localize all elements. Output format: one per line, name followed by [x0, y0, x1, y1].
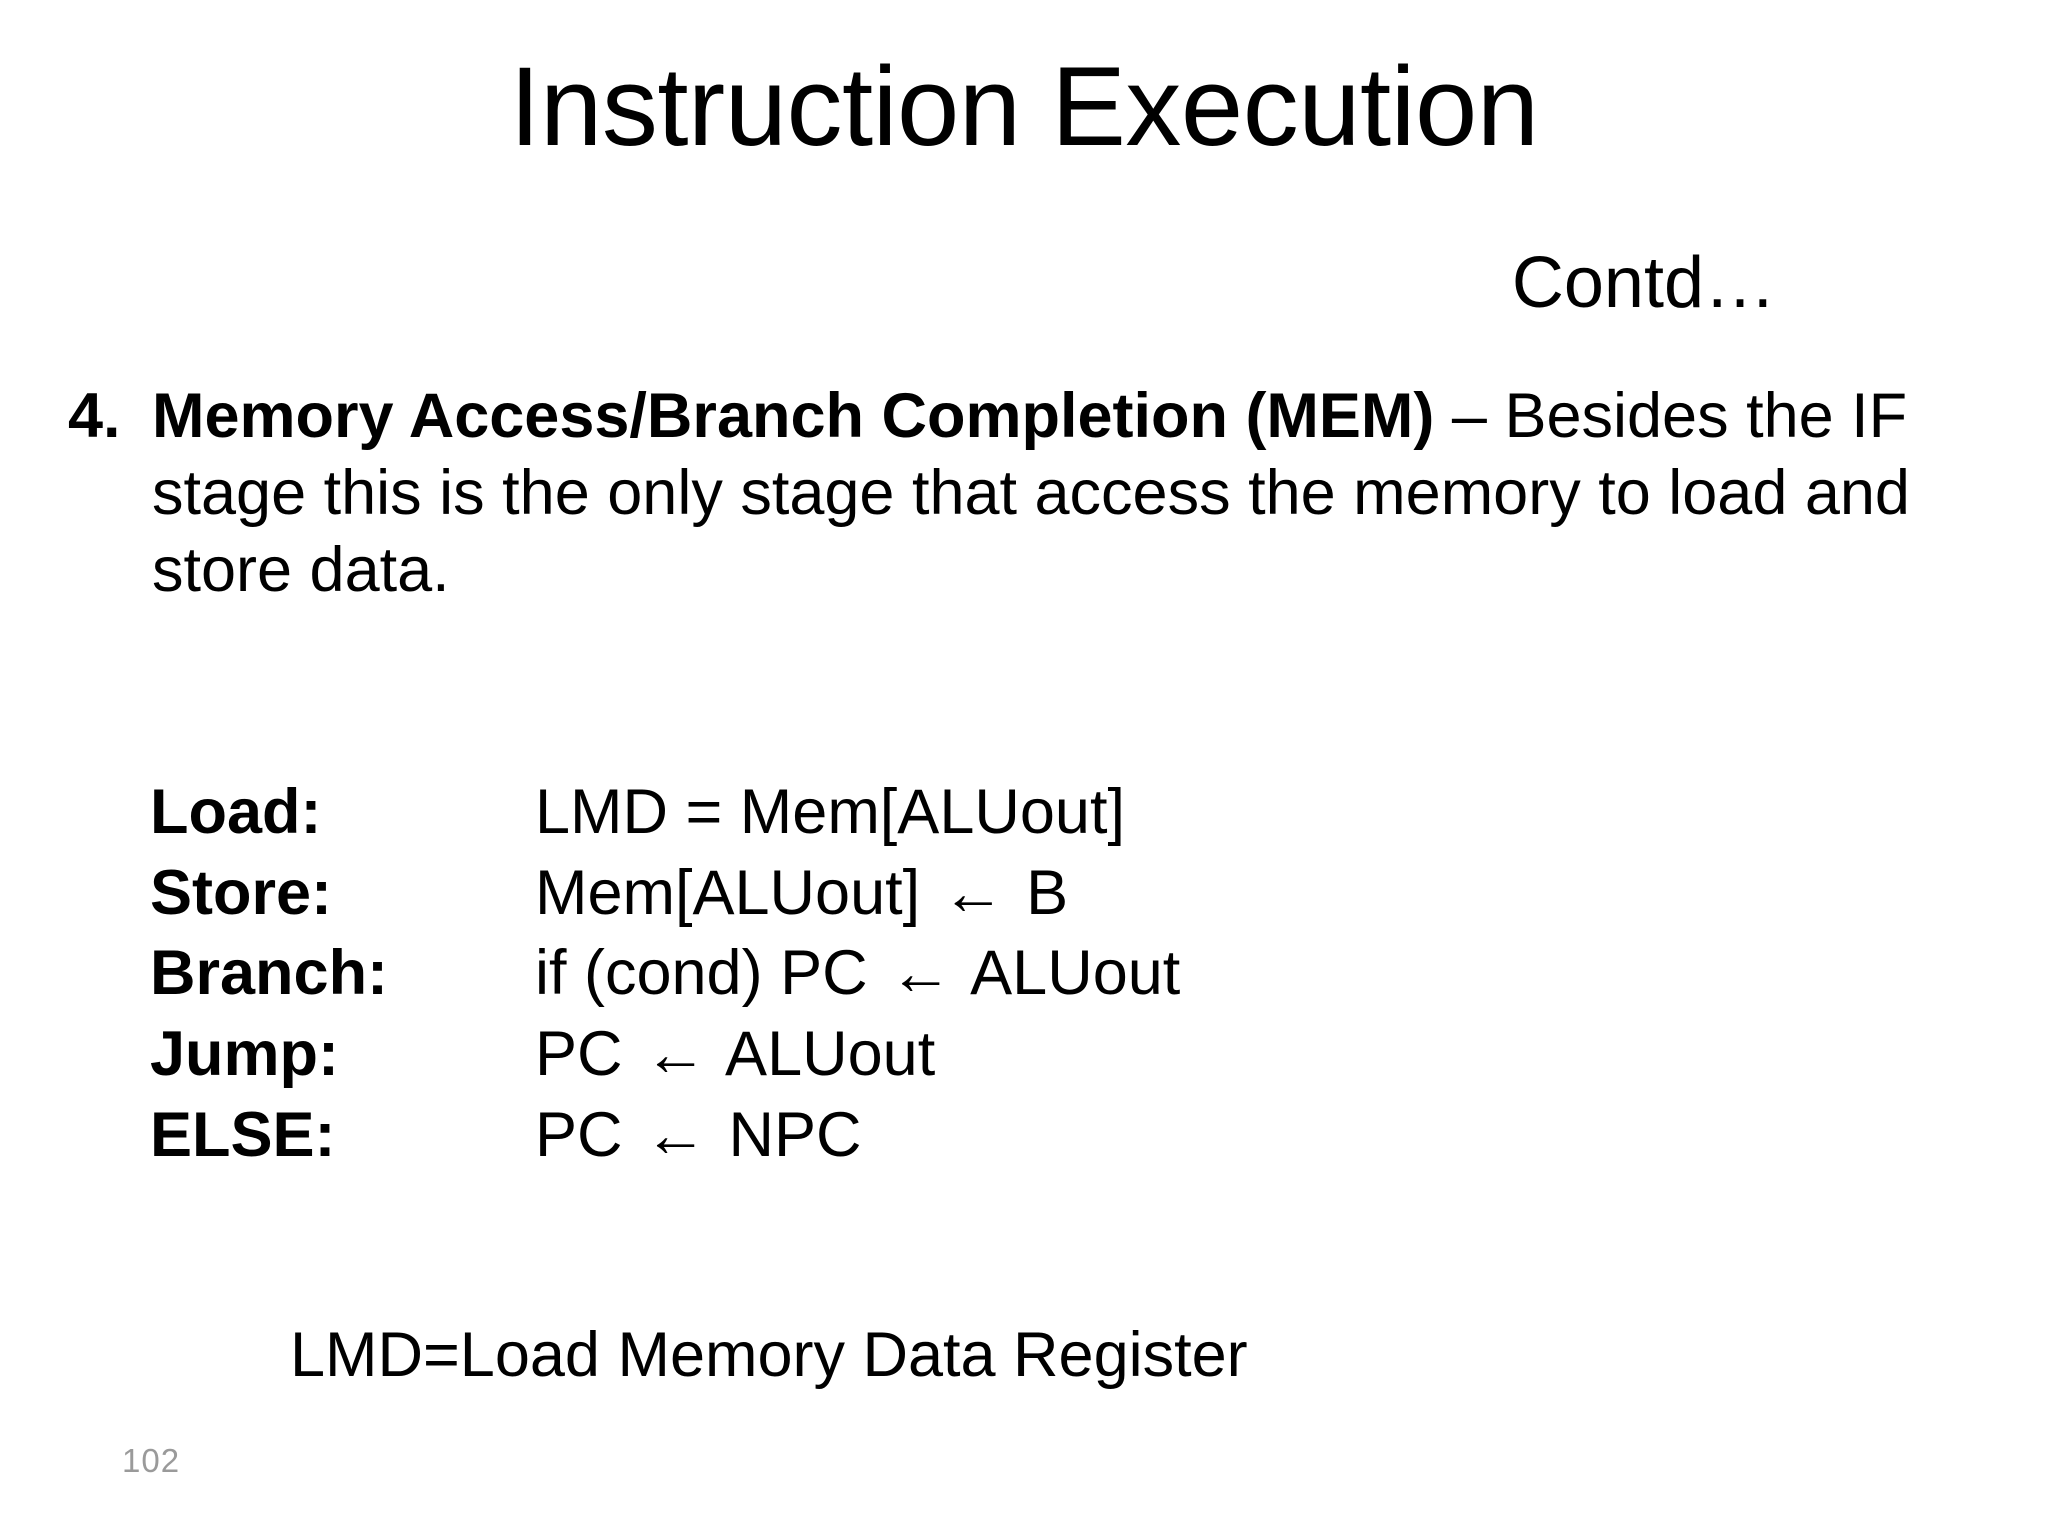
definition-value-pre: PC [535, 1099, 641, 1170]
table-row: ELSE: PC ← NPC [150, 1095, 1750, 1176]
definition-value-pre: Mem[ALUout] [535, 857, 938, 928]
left-arrow-icon: ← [644, 1018, 708, 1089]
page-title: Instruction Execution [509, 44, 1539, 169]
definition-label: Jump: [150, 1018, 339, 1089]
definition-label: Branch: [150, 938, 389, 1009]
definition-label: Store: [150, 857, 333, 928]
definition-value-post: B [1008, 857, 1069, 928]
list-item: 4.Memory Access/Branch Completion (MEM) … [68, 378, 1988, 609]
list-item-marker: 4. [68, 381, 121, 451]
definition-value-post: NPC [711, 1099, 862, 1170]
left-arrow-icon: ← [644, 1099, 708, 1170]
table-row: Load: LMD = Mem[ALUout] [150, 772, 1750, 853]
definition-label: Load: [150, 777, 322, 847]
left-arrow-icon: ← [941, 857, 1005, 928]
body-content: 4.Memory Access/Branch Completion (MEM) … [68, 378, 1988, 609]
definition-value-post: ALUout [956, 938, 1181, 1009]
list-item-lead: Memory Access/Branch Completion (MEM) [152, 381, 1435, 451]
table-row: Store: Mem[ALUout] ← B [150, 853, 1750, 934]
page-number: 102 [122, 1442, 181, 1479]
definition-value-pre: if (cond) PC [535, 938, 886, 1009]
definition-value-post: ALUout [711, 1018, 936, 1089]
table-row: Jump: PC ← ALUout [150, 1014, 1750, 1095]
list-item-rest: – Besides the IF stage this is the only … [152, 381, 1910, 605]
definition-value-pre: PC [535, 1018, 641, 1089]
table-row: Branch: if (cond) PC ← ALUout [150, 933, 1750, 1014]
definition-table: Load: LMD = Mem[ALUout] Store: Mem[ALUou… [150, 772, 1750, 1175]
left-arrow-icon: ← [889, 938, 953, 1009]
definition-value: PC ← NPC [535, 1095, 1750, 1176]
continuation-label: Contd… [1511, 243, 1776, 323]
definition-label: ELSE: [150, 1099, 336, 1170]
definition-value: Mem[ALUout] ← B [535, 853, 1750, 934]
definition-value-pre: LMD = Mem[ALUout] [535, 777, 1125, 847]
definition-value: PC ← ALUout [535, 1014, 1750, 1095]
definition-value: LMD = Mem[ALUout] [535, 772, 1750, 853]
definition-value: if (cond) PC ← ALUout [535, 933, 1750, 1014]
abbreviation-caption: LMD=Load Memory Data Register [290, 1320, 1248, 1390]
